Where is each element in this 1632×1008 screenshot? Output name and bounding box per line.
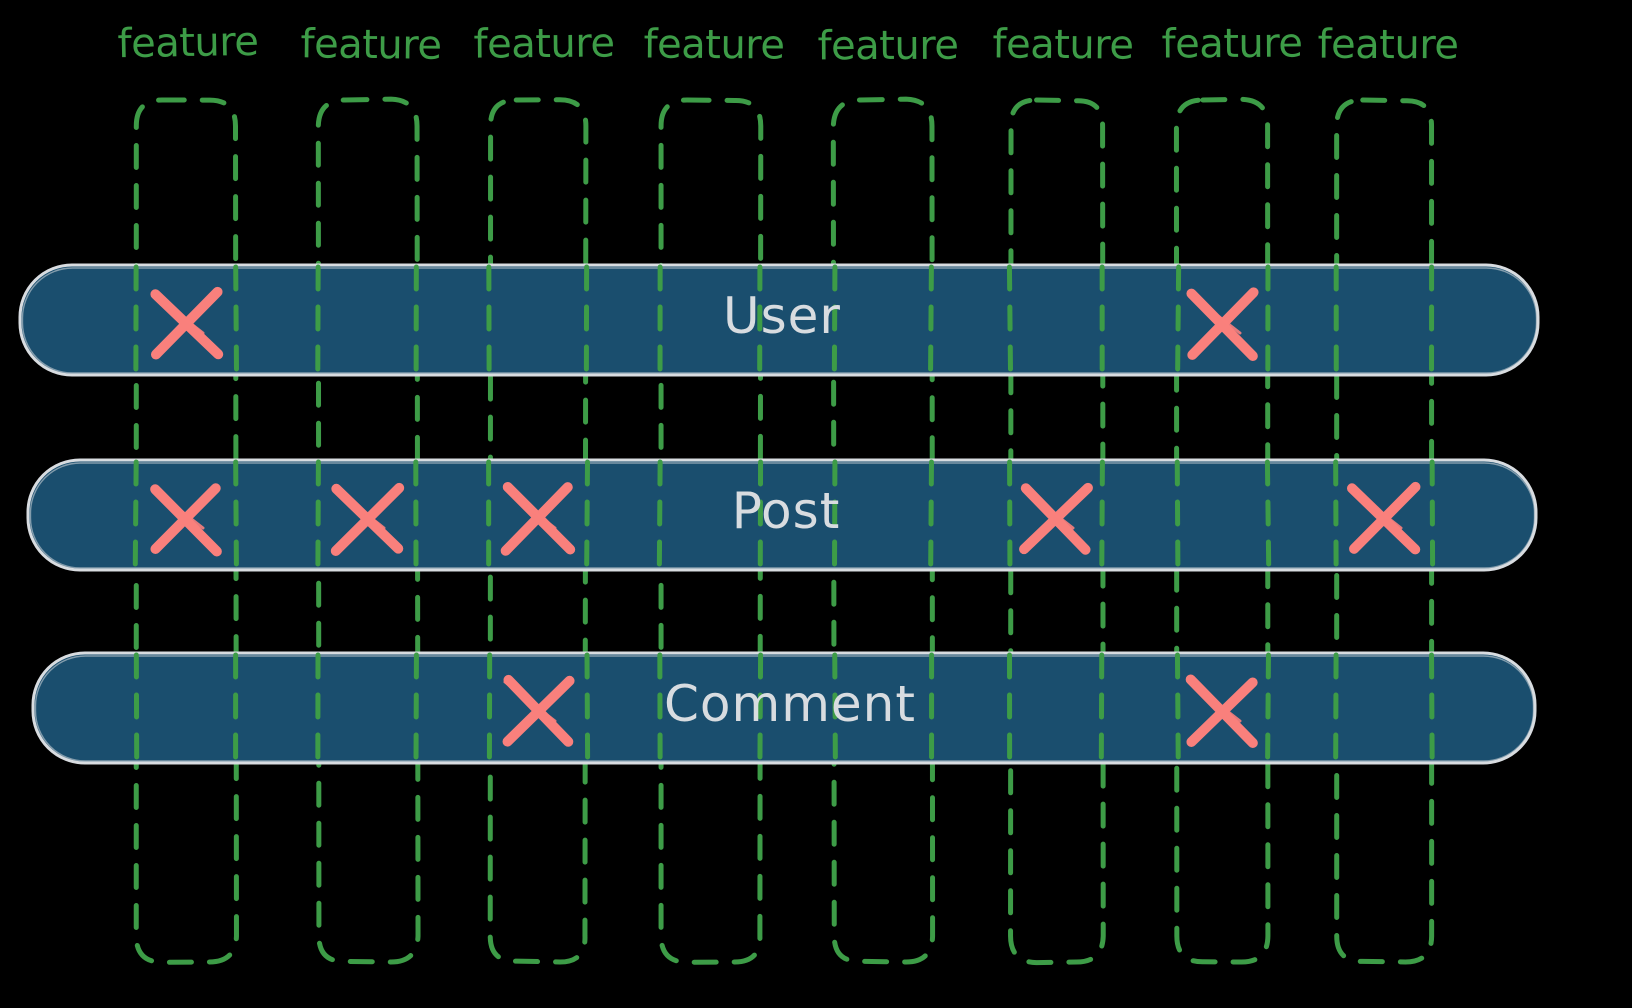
- cross-mark-icon: [1186, 287, 1259, 362]
- feature-column-4: [658, 97, 764, 965]
- feature-column-2: [315, 96, 421, 965]
- column-guide-over-bar: [1265, 652, 1271, 764]
- column-guide-over-bar: [132, 459, 139, 571]
- feature-label-4: feature: [643, 21, 785, 69]
- feature-column-1: [133, 97, 239, 965]
- column-guide-over-bar: [928, 459, 934, 571]
- column-guide-over-bar: [1175, 264, 1182, 376]
- feature-label-8: feature: [1317, 21, 1459, 69]
- cross-mark-icon: [502, 674, 575, 747]
- column-guide-over-bar: [1099, 459, 1105, 571]
- cross-mark-icon: [150, 483, 222, 557]
- feature-label-1: feature: [117, 18, 259, 68]
- entity-bars-group: [18, 263, 1540, 765]
- entity-row-comment[interactable]: [31, 651, 1537, 765]
- column-guide-over-bar: [656, 459, 663, 571]
- column-guide-over-bar: [233, 264, 240, 376]
- feature-label-6: feature: [992, 21, 1134, 69]
- feature-columns-group: [133, 96, 1435, 966]
- column-guide-over-bar: [831, 264, 838, 376]
- column-guide-over-bar: [1006, 264, 1014, 376]
- column-guide-over-bar: [1264, 459, 1272, 571]
- entity-bar-outline-sketch: [21, 267, 1538, 374]
- entity-bar-shape: [31, 651, 1537, 765]
- cross-marks-group: [150, 286, 1421, 748]
- feature-column-5: [830, 96, 936, 965]
- column-guide-over-bar: [1429, 652, 1435, 764]
- feature-column-6: [1008, 97, 1106, 966]
- cross-mark-icon: [330, 482, 405, 556]
- entity-row-post[interactable]: [26, 458, 1538, 572]
- column-guide-over-bar: [584, 652, 591, 764]
- feature-label-2: feature: [300, 21, 442, 69]
- column-guide-over-bar: [315, 459, 321, 571]
- cross-mark-icon: [1346, 481, 1421, 555]
- feature-column-8: [1334, 97, 1435, 965]
- feature-column-3: [487, 97, 589, 965]
- column-guide-over-bar: [584, 459, 591, 571]
- feature-column-7: [1173, 96, 1271, 965]
- column-guide-over-bar: [757, 652, 764, 764]
- entity-bar-outline-sketch: [34, 655, 1535, 762]
- entity-bar-outline-sketch: [29, 462, 1536, 569]
- cross-mark-icon: [500, 481, 576, 556]
- feature-label-5: feature: [817, 22, 959, 70]
- feature-label-7: feature: [1161, 20, 1303, 68]
- column-guide-over-bar: [928, 264, 934, 376]
- cross-mark-icon: [1019, 482, 1093, 555]
- entity-label-user: User: [723, 287, 841, 345]
- entity-label-comment: Comment: [664, 675, 916, 733]
- feature-label-3: feature: [473, 20, 615, 68]
- column-guide-over-bar: [1174, 459, 1181, 571]
- column-guide-over-bar: [832, 652, 838, 764]
- cross-mark-icon: [1185, 674, 1258, 748]
- column-guide-over-bar: [233, 459, 239, 571]
- cross-mark-icon: [150, 286, 224, 360]
- entity-bar-shape: [26, 458, 1538, 572]
- entity-label-post: Post: [731, 482, 841, 540]
- entity-bar-shape: [18, 263, 1540, 377]
- entity-row-user[interactable]: [18, 263, 1540, 377]
- column-guide-over-bar: [1174, 652, 1181, 764]
